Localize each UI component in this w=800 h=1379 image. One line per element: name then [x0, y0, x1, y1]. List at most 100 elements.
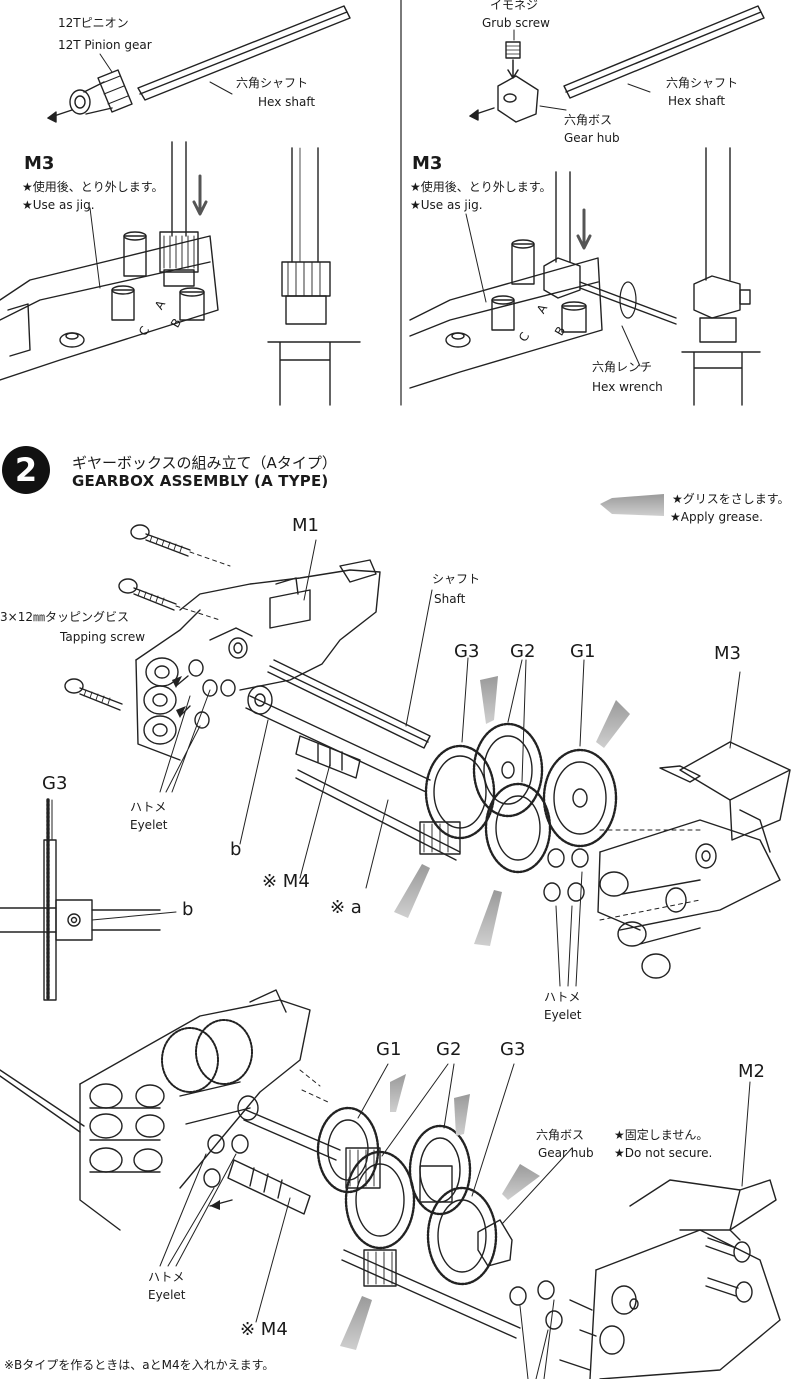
- jig-note-right-en: ★Use as jig.: [410, 198, 483, 212]
- gear-g2-label: G2: [510, 641, 536, 662]
- gearbox-housing-lower: [79, 989, 329, 1231]
- hex-wrench-label-en: Hex wrench: [592, 380, 663, 394]
- gear-g3-upper: [419, 744, 496, 855]
- gear-g2-upper: [472, 722, 552, 874]
- shaft-a-label: ※ a: [330, 897, 362, 918]
- grease-marker: [340, 1296, 372, 1350]
- gear-g1-label: G1: [570, 641, 596, 662]
- shaft-main: [267, 659, 431, 749]
- eyelet-right-label-jp: ハトメ: [544, 990, 581, 1004]
- do-not-secure-label-en: ★Do not secure.: [614, 1146, 713, 1160]
- gear-hub-lower-label-jp: 六角ボス: [536, 1128, 585, 1142]
- tapping-screw-4: [705, 1237, 751, 1263]
- eyelet-label-jp: ハトメ: [130, 800, 167, 814]
- step-number-badge: 2: [2, 446, 50, 494]
- gearbox-housing-left: [135, 559, 381, 761]
- grease-marker: [474, 890, 502, 946]
- part-m1-label: M1: [292, 515, 319, 536]
- jig-note-en: ★Use as jig.: [22, 198, 95, 212]
- eyelet-right-label-en: Eyelet: [544, 1008, 582, 1022]
- part-m3-right-label: M3: [412, 153, 443, 174]
- jig-detail-right: [681, 147, 761, 406]
- grease-marker: [454, 1094, 470, 1136]
- hex-shaft-right-label-en: Hex shaft: [668, 94, 726, 108]
- part-m3-upper-label: M3: [714, 643, 741, 664]
- jig-note-jp: ★使用後、とり外します。: [22, 180, 164, 194]
- jig-base-left: [0, 141, 219, 381]
- grease-legend-jp: ★グリスをさします。: [672, 492, 790, 506]
- hex-shaft-label-jp: 六角シャフト: [236, 76, 309, 90]
- shaft-b-label: b: [230, 839, 242, 860]
- part-m4-upper: [295, 735, 361, 779]
- tapping-screw-3: [64, 678, 123, 711]
- gearbox-housing-m2: [559, 1179, 781, 1379]
- tapping-screw-label-jp: 3×12㎜タッピングビス: [0, 610, 129, 624]
- grease-marker: [394, 864, 430, 918]
- gear-hub-label-jp: 六角ボス: [564, 113, 613, 127]
- eyelets-right: [543, 848, 589, 902]
- gear-g1-lower-label: G1: [376, 1039, 402, 1060]
- gear-g3-lower-label: G3: [500, 1039, 526, 1060]
- hex-shaft-right: [563, 5, 765, 99]
- gear-g1-upper: [542, 748, 618, 848]
- gear-g1-lower: [316, 1106, 381, 1194]
- hex-shaft-label-en: Hex shaft: [258, 95, 316, 109]
- gear-g3-label: G3: [454, 641, 480, 662]
- tapping-screw-1: [130, 524, 191, 557]
- hex-shaft-left: [137, 5, 351, 101]
- pinion-shaft-lower: [341, 1249, 521, 1339]
- grease-marker: [502, 1164, 540, 1200]
- grub-screw: [505, 41, 521, 59]
- tapping-screw-5: [705, 1277, 753, 1303]
- pinion-gear: [69, 69, 133, 115]
- down-arrow-right: [576, 208, 592, 250]
- jig-note-right-jp: ★使用後、とり外します。: [410, 180, 552, 194]
- part-m2-label: M2: [738, 1061, 765, 1082]
- eyelets-lower-right: [509, 1280, 563, 1330]
- jig-detail-left: [267, 147, 361, 406]
- do-not-secure-label-jp: ★固定しません。: [614, 1128, 709, 1142]
- tapping-screw-2: [118, 578, 177, 611]
- gear-g2-lower: [344, 1124, 472, 1250]
- gear-g2-lower-label: G2: [436, 1039, 462, 1060]
- grub-screw-label-en: Grub screw: [482, 16, 550, 30]
- gear-hub-label-en: Gear hub: [564, 131, 620, 145]
- eyelet-lower-label-jp: ハトメ: [148, 1270, 185, 1284]
- eyelet-lower-label-en: Eyelet: [148, 1288, 186, 1302]
- gear-hub-lower-label-en: Gear hub: [538, 1146, 594, 1160]
- shaft-lower-1: [243, 1109, 341, 1161]
- rotate-arrow: [619, 281, 637, 319]
- shaft-a: [295, 769, 461, 861]
- part-m3-label: M3: [24, 153, 55, 174]
- gear-hub: [497, 75, 539, 123]
- detail-g3-label: G3: [42, 773, 68, 794]
- part-m4-upper-label: ※ M4: [262, 871, 310, 892]
- eyelets-lower: [203, 1134, 249, 1188]
- shaft-label-en: Shaft: [434, 592, 466, 606]
- grease-marker: [390, 1074, 406, 1112]
- down-arrow-left: [192, 174, 208, 216]
- long-shaft-lower: [0, 1069, 85, 1133]
- tapping-screw-label-en: Tapping screw: [60, 630, 146, 644]
- step-title-jp: ギヤーボックスの組み立て（Aタイプ）: [72, 454, 337, 472]
- eyelet-label-en: Eyelet: [130, 818, 168, 832]
- jig-base-right: [409, 171, 677, 389]
- detail-b-label: b: [182, 899, 194, 920]
- shaft-b: [245, 685, 431, 793]
- grease-legend-en: ★Apply grease.: [670, 510, 763, 524]
- shaft-label-jp: シャフト: [432, 572, 481, 586]
- detail-g3-b: [0, 798, 177, 1002]
- part-m4-lower: [227, 1159, 311, 1215]
- grease-marker: [480, 676, 498, 724]
- grease-legend-icon: [600, 494, 664, 516]
- hex-shaft-right-label-jp: 六角シャフト: [666, 76, 739, 90]
- gear-g3-lower: [426, 1186, 513, 1286]
- pinion-label-en: 12T Pinion gear: [58, 38, 152, 52]
- b-type-note: ※Bタイプを作るときは、aとM4を入れかえます。: [4, 1358, 275, 1372]
- step-title-en: GEARBOX ASSEMBLY (A TYPE): [72, 472, 329, 490]
- grease-marker: [596, 700, 630, 748]
- hex-wrench-label-jp: 六角レンチ: [592, 360, 653, 374]
- pinion-label-jp: 12Tピニオン: [58, 16, 129, 30]
- part-m4-lower-label: ※ M4: [240, 1319, 288, 1340]
